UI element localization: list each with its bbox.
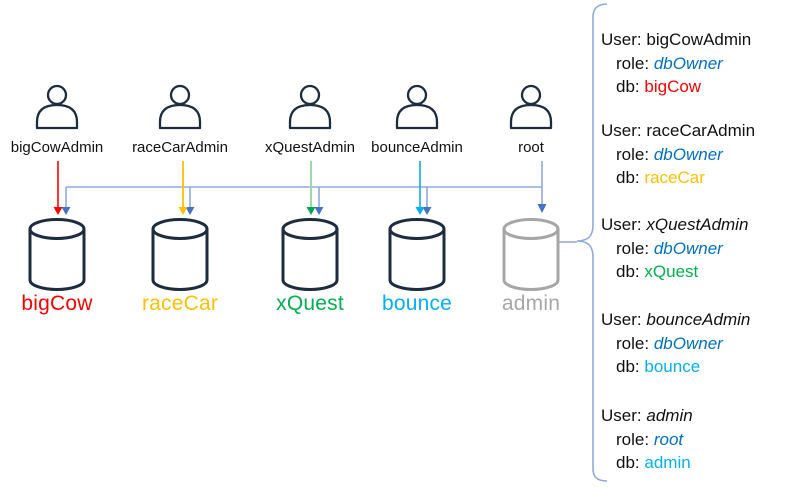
bigcowadmin-arrow xyxy=(53,161,63,215)
racecaradmin-arrow xyxy=(178,161,188,215)
user-name: bounceAdmin xyxy=(646,310,751,329)
user-label-racecaradmin: raceCarAdmin xyxy=(132,139,228,156)
user-label-bounceadmin: bounceAdmin xyxy=(371,139,463,156)
user-icon-bigcowadmin xyxy=(35,84,79,130)
db-label-racecar: raceCar xyxy=(141,292,219,315)
root-connector-lines xyxy=(65,161,577,243)
db-line: db:raceCar xyxy=(616,168,705,187)
user-label-bigcowadmin: bigCowAdmin xyxy=(10,139,104,156)
user-label-root: root xyxy=(518,139,544,156)
user-entry-bounceadmin: User:bounceAdmin role:dbOwner db:bounce xyxy=(601,308,750,379)
user-icon-root xyxy=(509,84,553,130)
user-name: xQuestAdmin xyxy=(646,215,749,234)
user-entry-xquestadmin: User:xQuestAdmin role:dbOwner db:xQuest xyxy=(601,213,748,284)
db-label-bigcow: bigCow xyxy=(21,292,93,315)
user-icon-xquestadmin xyxy=(288,84,332,130)
panel-brace xyxy=(576,3,608,482)
db-value: xQuest xyxy=(644,262,699,281)
db-line: db:bigCow xyxy=(616,77,702,96)
db-line: db:xQuest xyxy=(616,262,699,281)
role-line: role:dbOwner xyxy=(616,53,723,73)
db-value: admin xyxy=(644,453,691,472)
db-label-admin: admin xyxy=(501,292,561,315)
db-value: bounce xyxy=(644,357,701,376)
xquestadmin-arrow xyxy=(306,161,316,215)
role-value: dbOwner xyxy=(653,238,723,258)
user-label-xquestadmin: xQuestAdmin xyxy=(264,139,356,156)
user-name: raceCarAdmin xyxy=(646,121,756,140)
user-name: admin xyxy=(646,406,693,425)
db-cylinder-xquest xyxy=(281,218,339,291)
user-line: User:admin xyxy=(601,406,693,425)
bounceadmin-arrow xyxy=(415,161,425,215)
role-line: role:root xyxy=(616,429,684,449)
db-label-xquest: xQuest xyxy=(276,292,344,315)
db-line: db:bounce xyxy=(616,357,701,376)
user-icon-bounceadmin xyxy=(395,84,439,130)
role-value: dbOwner xyxy=(653,144,723,164)
role-line: role:dbOwner xyxy=(616,144,723,164)
user-entry-admin: User:admin role:root db:admin xyxy=(601,404,693,475)
root-connector-arrowheads xyxy=(61,204,547,215)
user-line: User:xQuestAdmin xyxy=(601,215,749,234)
db-value: raceCar xyxy=(644,168,705,187)
role-line: role:dbOwner xyxy=(616,333,723,353)
db-cylinder-admin xyxy=(502,218,560,291)
user-line: User:bounceAdmin xyxy=(601,310,751,329)
db-label-bounce: bounce xyxy=(381,292,453,315)
user-name: bigCowAdmin xyxy=(646,30,752,49)
db-line: db:admin xyxy=(616,453,691,472)
db-value: bigCow xyxy=(644,77,702,96)
role-value: root xyxy=(653,429,684,449)
user-details-panel: User:bigCowAdmin role:dbOwner db:bigCow … xyxy=(601,0,800,487)
db-cylinder-bounce xyxy=(388,218,446,291)
role-value: dbOwner xyxy=(653,333,723,353)
db-cylinder-racecar xyxy=(151,218,209,291)
role-line: role:dbOwner xyxy=(616,238,723,258)
db-cylinder-bigcow xyxy=(28,218,86,291)
user-line: User:bigCowAdmin xyxy=(601,30,752,49)
role-value: dbOwner xyxy=(653,53,723,73)
user-icon-racecaradmin xyxy=(158,84,202,130)
user-entry-racecaradmin: User:raceCarAdmin role:dbOwner db:raceCa… xyxy=(601,119,755,190)
user-entry-bigcowadmin: User:bigCowAdmin role:dbOwner db:bigCow xyxy=(601,28,751,99)
user-line: User:raceCarAdmin xyxy=(601,121,756,140)
